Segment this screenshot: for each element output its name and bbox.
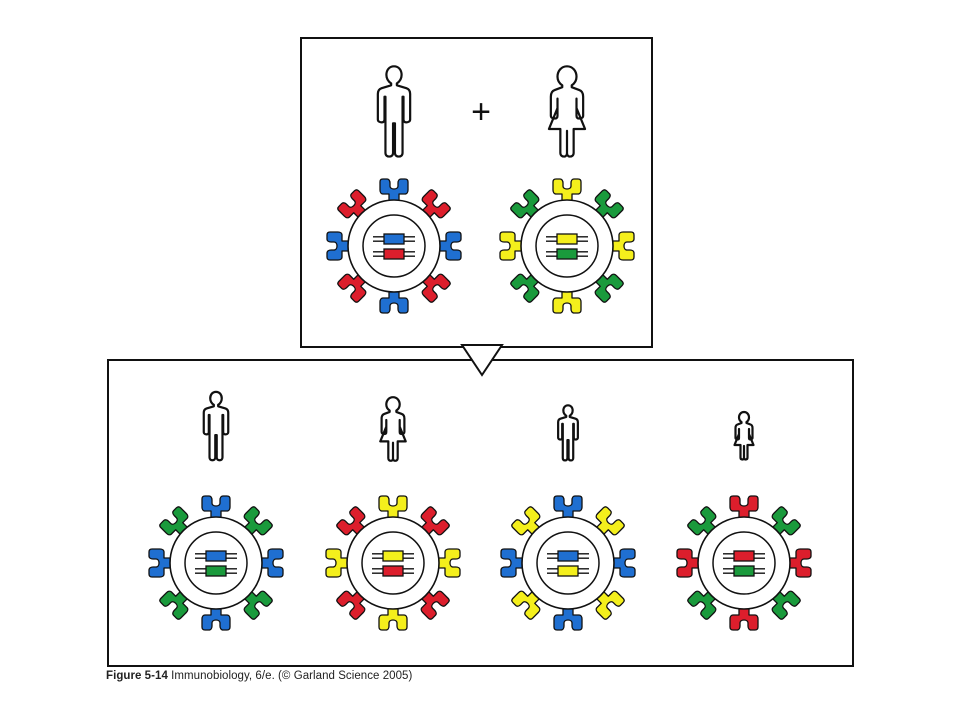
mhc-molecule — [770, 506, 801, 537]
mhc-molecule — [436, 548, 461, 578]
mhc-molecule — [201, 606, 231, 631]
cell-nucleus — [184, 531, 248, 595]
mhc-molecule — [326, 231, 351, 261]
mhc-molecule — [552, 178, 582, 203]
cell — [325, 495, 461, 631]
mhc-gene-block — [723, 565, 765, 577]
figure-caption: Figure 5-14 Immunobiology, 6/e. (© Garla… — [106, 670, 412, 682]
mhc-molecule — [510, 272, 541, 303]
cell — [499, 178, 635, 314]
plus-symbol: + — [471, 93, 491, 131]
mhc-molecule — [687, 506, 718, 537]
mhc-molecule — [420, 189, 451, 220]
mhc-molecule — [148, 548, 173, 578]
mhc-gene-block — [195, 550, 237, 562]
mhc-molecule — [610, 231, 635, 261]
cell — [676, 495, 812, 631]
cell — [148, 495, 284, 631]
mhc-molecule — [337, 272, 368, 303]
mhc-gene-block — [547, 565, 589, 577]
offspring-panel — [107, 359, 854, 667]
plus-sign: + — [471, 93, 491, 131]
mhc-gene-block — [195, 565, 237, 577]
mhc-molecule — [419, 589, 450, 620]
mhc-molecule — [787, 548, 812, 578]
mhc-molecule — [379, 289, 409, 314]
mhc-molecule — [593, 189, 624, 220]
cell-nucleus — [536, 531, 600, 595]
mhc-gene-block — [372, 550, 414, 562]
mhc-gene-block — [546, 248, 588, 260]
mhc-molecule — [676, 548, 701, 578]
mhc-molecule — [336, 589, 367, 620]
mhc-molecule — [729, 606, 759, 631]
mhc-molecule — [499, 231, 524, 261]
mhc-molecule — [593, 272, 624, 303]
female-figure-icon — [733, 410, 755, 461]
female-figure-icon — [379, 396, 407, 462]
female-figure-icon — [547, 65, 587, 158]
mhc-molecule — [511, 589, 542, 620]
mhc-molecule — [336, 506, 367, 537]
mhc-molecule — [594, 589, 625, 620]
mhc-molecule — [201, 495, 231, 520]
male-figure-icon — [202, 390, 230, 462]
mhc-molecule — [553, 495, 583, 520]
mhc-molecule — [419, 506, 450, 537]
mhc-molecule — [378, 495, 408, 520]
mhc-gene-block — [546, 233, 588, 245]
mhc-molecule — [379, 178, 409, 203]
mhc-gene-block — [373, 248, 415, 260]
mhc-molecule — [611, 548, 636, 578]
mhc-molecule — [159, 506, 190, 537]
mhc-gene-block — [547, 550, 589, 562]
mhc-molecule — [259, 548, 284, 578]
cell — [326, 178, 462, 314]
figure-number: Figure 5-14 — [106, 670, 168, 682]
mhc-molecule — [729, 495, 759, 520]
mhc-molecule — [378, 606, 408, 631]
male-figure-icon — [557, 404, 579, 462]
mhc-molecule — [242, 589, 273, 620]
figure-source: Immunobiology, 6/e. (© Garland Science 2… — [171, 670, 413, 682]
mhc-molecule — [594, 506, 625, 537]
mhc-gene-block — [372, 565, 414, 577]
cell — [500, 495, 636, 631]
mhc-gene-block — [373, 233, 415, 245]
cell-nucleus — [361, 531, 425, 595]
mhc-gene-block — [723, 550, 765, 562]
cell-nucleus — [712, 531, 776, 595]
mhc-molecule — [511, 506, 542, 537]
male-figure-icon — [376, 65, 412, 158]
cell-nucleus — [362, 214, 426, 278]
mhc-molecule — [510, 189, 541, 220]
mhc-molecule — [552, 289, 582, 314]
mhc-molecule — [242, 506, 273, 537]
mhc-molecule — [159, 589, 190, 620]
mhc-molecule — [437, 231, 462, 261]
mhc-molecule — [770, 589, 801, 620]
mhc-molecule — [337, 189, 368, 220]
mhc-molecule — [325, 548, 350, 578]
mhc-molecule — [687, 589, 718, 620]
cell-nucleus — [535, 214, 599, 278]
mhc-molecule — [420, 272, 451, 303]
mhc-molecule — [500, 548, 525, 578]
mhc-molecule — [553, 606, 583, 631]
inheritance-arrow-icon — [460, 344, 504, 377]
